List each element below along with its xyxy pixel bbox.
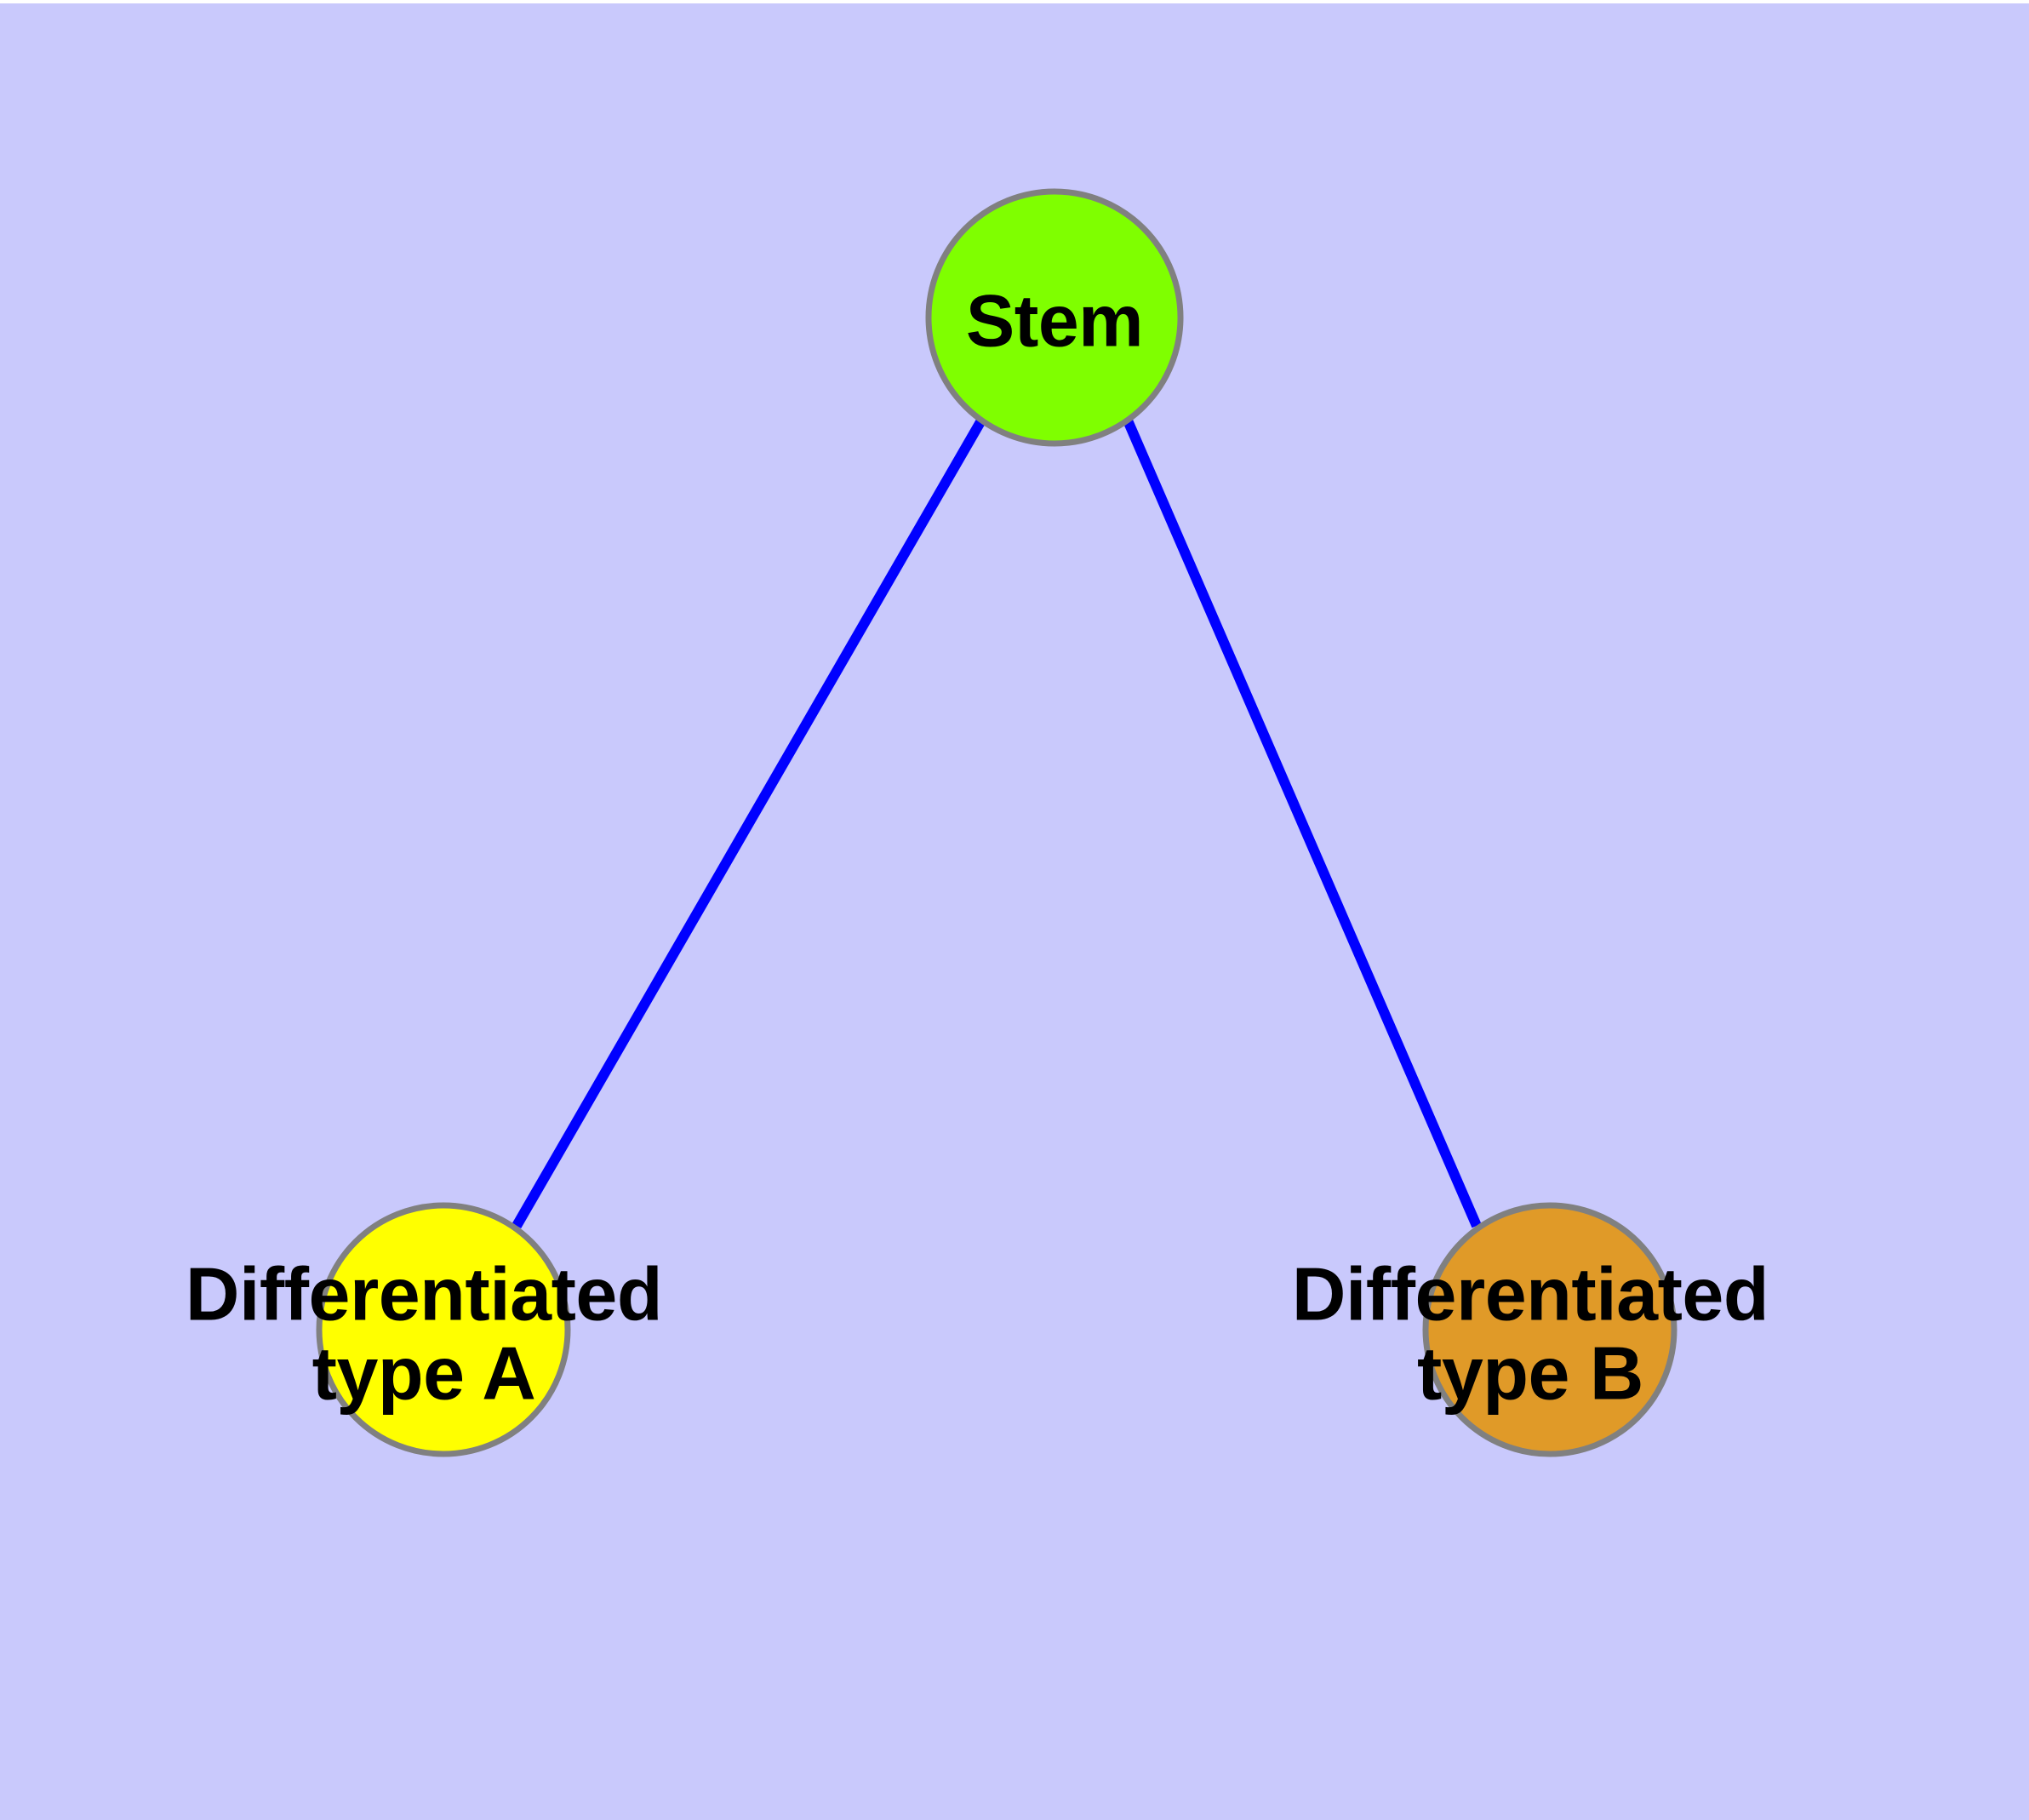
node-differentiated-type-b[interactable] xyxy=(1422,1202,1677,1457)
node-stem[interactable] xyxy=(925,188,1184,447)
edge-layer xyxy=(512,418,1482,1228)
node-differentiated-type-a[interactable] xyxy=(316,1202,571,1457)
edge-stem-to-differentiated-type-b[interactable] xyxy=(1123,418,1482,1228)
node-layer xyxy=(316,188,1677,1457)
edge-stem-to-differentiated-type-a[interactable] xyxy=(512,418,986,1228)
